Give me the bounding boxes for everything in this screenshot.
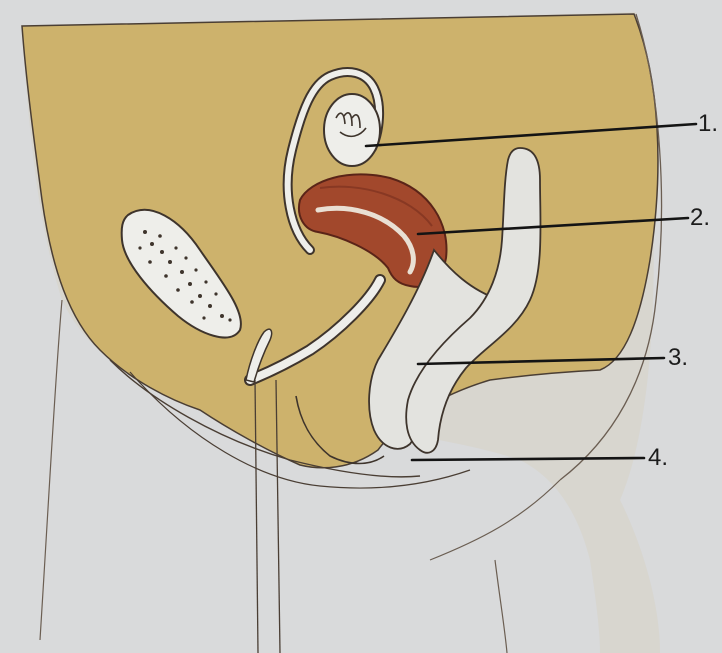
- callout-label-1: 1.: [698, 110, 718, 138]
- ovary: [324, 94, 380, 166]
- callout-label-3: 3.: [668, 344, 688, 372]
- callout-label-4: 4.: [648, 444, 668, 472]
- callout-label-2: 2.: [690, 204, 710, 232]
